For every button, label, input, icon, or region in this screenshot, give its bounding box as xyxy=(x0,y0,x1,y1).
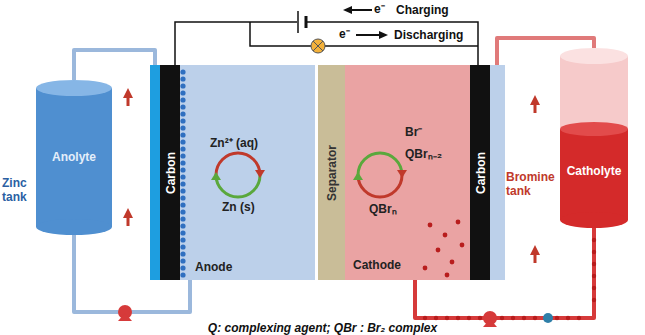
node-label: QBrₙ xyxy=(369,202,419,216)
arrow-head xyxy=(397,170,407,178)
flow-pipe xyxy=(74,50,155,80)
cell-compartment: Br⁻ QBrₙ₋₂ QBrₙCathode Carbon xyxy=(345,65,490,280)
electron-arrow xyxy=(350,9,372,11)
circuit-label: Charging xyxy=(396,3,449,17)
circuit-wires xyxy=(175,22,478,65)
reaction-arrows xyxy=(216,153,402,197)
arrow-head xyxy=(211,172,221,180)
vertical-label: Carbon xyxy=(163,70,177,275)
zinc-deposit xyxy=(180,69,185,277)
lamp-symbol xyxy=(311,39,325,53)
node-label: QBrₙ₋₂ xyxy=(405,147,465,161)
node-label: Br⁻ xyxy=(405,125,435,139)
caption: Q: complexing agent; QBr : Br₂ complex xyxy=(0,322,645,334)
cathode-chamber xyxy=(345,65,470,280)
circuit-label: e⁻ xyxy=(374,2,385,16)
flow-pipe xyxy=(415,228,594,318)
battery-symbol xyxy=(297,11,299,33)
vertical-label: Separator xyxy=(325,70,339,275)
tank-outline xyxy=(560,48,628,228)
lamp-symbol xyxy=(313,41,323,51)
node-label: Zinc tank xyxy=(2,176,35,204)
node-label: Catholyte xyxy=(560,164,628,178)
cell-compartment: Separator xyxy=(318,65,345,280)
bromine-droplets xyxy=(423,238,596,320)
electron-arrow xyxy=(379,31,388,39)
arrow-head xyxy=(353,172,363,180)
node-label: Anolyte xyxy=(36,150,112,164)
battery-symbol xyxy=(305,16,308,28)
storage-tank: Zinc tankAnolyte xyxy=(36,80,112,235)
circuit-label: Discharging xyxy=(394,28,463,42)
circuit-label: e⁻ xyxy=(339,27,350,41)
anode-chamber xyxy=(160,65,315,280)
node-label: Anode xyxy=(195,260,265,274)
current-collector xyxy=(490,65,505,280)
vertical-label: Carbon xyxy=(473,70,487,275)
storage-tank: Bromine tankCatholyte xyxy=(560,48,628,228)
pump-symbol xyxy=(483,319,497,327)
electron-arrow xyxy=(343,6,352,14)
pump-symbol xyxy=(118,313,132,321)
node-label: Cathode xyxy=(353,258,428,272)
electron-arrow xyxy=(356,34,380,36)
node-label: Zn²⁺ (aq) xyxy=(210,136,290,150)
current-collector xyxy=(150,65,160,280)
cell-compartment: Zn²⁺ (aq) Zn (s) Anode Carbon xyxy=(160,65,315,280)
separator-membrane xyxy=(318,65,345,280)
valve-symbol xyxy=(543,313,553,323)
carbon-electrode: Carbon xyxy=(470,65,490,280)
node-label: Bromine tank xyxy=(506,170,559,198)
carbon-electrode: Carbon xyxy=(160,65,180,280)
node-label: Zn (s) xyxy=(222,200,282,214)
arrow-head xyxy=(255,170,265,178)
